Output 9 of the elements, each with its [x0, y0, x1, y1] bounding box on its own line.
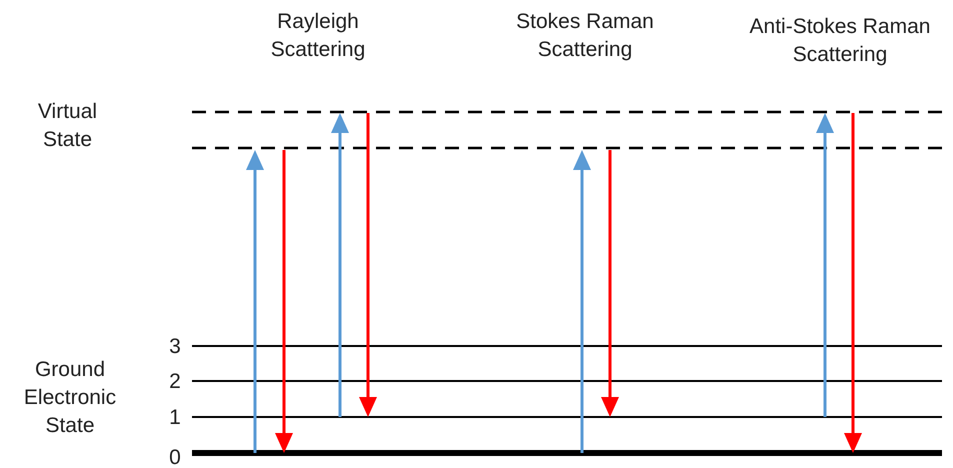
state-label: Ground Electronic State [22, 357, 118, 439]
level-number: 1 [168, 405, 182, 431]
state-label: Virtual State [36, 99, 98, 153]
level-number: 0 [168, 445, 182, 468]
column-heading: Rayleigh Scattering [270, 9, 366, 63]
column-heading: Anti-Stokes Raman Scattering [748, 14, 932, 68]
column-heading: Stokes Raman Scattering [515, 9, 655, 63]
level-number: 3 [168, 334, 182, 360]
level-number: 2 [168, 369, 182, 395]
